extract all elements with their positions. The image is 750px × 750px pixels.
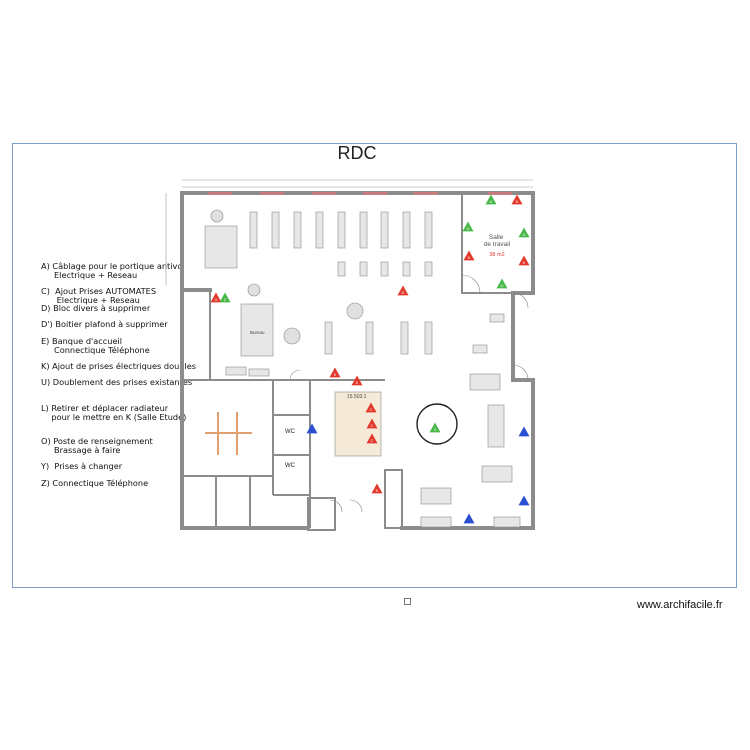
- marker-red-14: [366, 433, 378, 444]
- marker-blue-20: [463, 513, 475, 524]
- marker-red-13: [366, 418, 378, 429]
- round-furniture: [210, 209, 458, 445]
- marker-green-6: [496, 278, 508, 289]
- footer-url: www.archifacile.fr: [637, 599, 723, 611]
- marker-red-16: [371, 483, 383, 494]
- marker-letter-12: C: [370, 407, 373, 412]
- marker-red-1: [511, 194, 523, 205]
- marker-red-9: [397, 285, 409, 296]
- marker-blue-19: [518, 495, 530, 506]
- study-desks: [205, 412, 252, 455]
- marker-letter-16: K: [376, 488, 379, 493]
- door-arcs: [289, 274, 529, 513]
- marker-green-3: [518, 227, 530, 238]
- legend-item-o: O) Poste de renseignement Brassage à fai…: [41, 436, 153, 455]
- marker-letter-1: K: [516, 199, 519, 204]
- marker-letter-10: K: [334, 372, 337, 377]
- marker-letter-5: K: [523, 260, 526, 265]
- marker-red-4: [463, 250, 475, 261]
- marker-red-7: [210, 292, 222, 303]
- marker-letter-8: Z: [224, 297, 227, 302]
- marker-letter-15: Z: [434, 427, 437, 432]
- room-name-salle: Salle de travail: [484, 234, 511, 248]
- room-area: 38 m2: [489, 252, 504, 258]
- marker-green-0: [485, 194, 497, 205]
- legend-item-k: K) Ajout de prises électriques doubles: [41, 361, 197, 371]
- dimension-lines: [165, 179, 533, 285]
- marker-green-8: [219, 292, 231, 303]
- marker-red-5: [518, 255, 530, 266]
- room-name-line1: Salle: [489, 234, 504, 241]
- plan-title: RDC: [337, 143, 377, 163]
- legend-item-d: D) Bloc divers à supprimer: [41, 303, 151, 313]
- marker-green-15: [429, 422, 441, 433]
- legend-item-c: C) Ajout Prises AUTOMATES Electrique + R…: [41, 286, 157, 305]
- marker-letter-11: K: [356, 380, 359, 385]
- legend-item-y: Y) Prises à changer: [41, 461, 123, 471]
- walls: [180, 191, 535, 530]
- wc-label-1: WC: [285, 429, 296, 435]
- legend-item-a: A) Câblage pour le portique antivol Elec…: [41, 261, 185, 280]
- plan-frame: [12, 143, 737, 588]
- marker-red-11: [351, 375, 363, 386]
- marker-red-12: [365, 402, 377, 413]
- marker-letter-6: U: [501, 283, 504, 288]
- legend-item-e: E) Banque d'accueil Connectique Téléphon…: [41, 336, 150, 355]
- legend-item-l: L) Retirer et déplacer radiateur pour le…: [41, 403, 187, 422]
- marker-letter-0: U: [490, 199, 493, 204]
- markers-layer: U K U U K K U O Z D K K C C C Z K: [210, 194, 530, 524]
- marker-blue-18: [518, 426, 530, 437]
- marker-letter-13: C: [371, 423, 374, 428]
- marker-letter-14: C: [371, 438, 374, 443]
- legend-item-z: Z) Connectique Téléphone: [41, 478, 149, 488]
- bureau-label: Bureau: [250, 330, 265, 335]
- marker-letter-4: K: [468, 255, 471, 260]
- furniture: [204, 211, 521, 528]
- legend-item-d-prime: D') Boitier plafond à supprimer: [41, 319, 168, 329]
- marker-red-10: [329, 367, 341, 378]
- marker-letter-2: U: [467, 226, 470, 231]
- marker-letter-3: U: [523, 232, 526, 237]
- marker-green-2: [462, 221, 474, 232]
- top-windows: [208, 192, 512, 195]
- marker-letter-7: O: [214, 297, 217, 302]
- marker-blue-17: [306, 423, 318, 434]
- room-name-line2: de travail: [484, 241, 511, 248]
- legend-item-u: U) Doublement des prises existantes: [41, 377, 193, 387]
- wc-label-2: WC: [285, 463, 296, 469]
- page-indicator: [404, 598, 411, 605]
- interior-walls: [182, 290, 403, 531]
- marker-letter-9: D: [402, 290, 405, 295]
- stair-label: 15.503.1: [347, 394, 367, 400]
